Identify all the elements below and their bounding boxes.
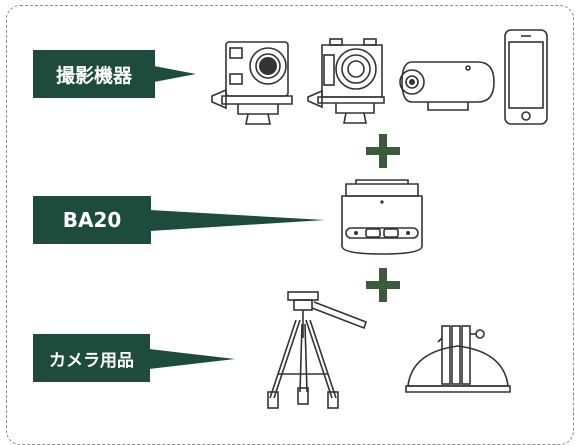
tripod-icon xyxy=(267,291,368,409)
label-devices-text: 撮影機器 xyxy=(55,64,132,87)
action-camera-icon xyxy=(211,41,293,125)
plus-icon xyxy=(366,268,400,302)
plus-icon xyxy=(366,134,400,168)
label-base: BA20 xyxy=(33,196,151,244)
smartphone-icon xyxy=(504,29,548,125)
bullet-camera-icon xyxy=(399,61,495,111)
pointer-base xyxy=(150,210,325,231)
action-camera-housing-icon xyxy=(307,38,385,124)
suction-mount-icon xyxy=(405,325,511,393)
label-accessories: カメラ用品 xyxy=(33,334,150,382)
pointer-accessories xyxy=(149,349,235,369)
label-base-text: BA20 xyxy=(62,208,122,232)
ba20-pan-base-icon xyxy=(341,179,423,255)
label-accessories-text: カメラ用品 xyxy=(49,350,134,371)
pointer-devices xyxy=(154,66,196,82)
label-devices: 撮影機器 xyxy=(33,50,155,98)
